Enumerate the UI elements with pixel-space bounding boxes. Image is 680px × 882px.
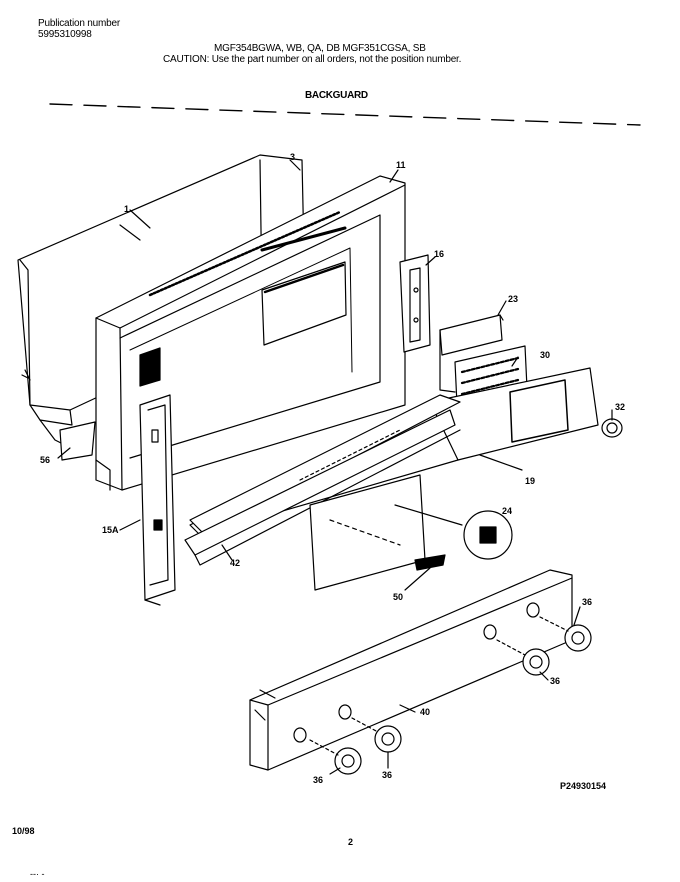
switch-detail-part: [394, 504, 513, 560]
leader-36a: [329, 767, 341, 775]
footer-mark: --· -: [30, 869, 45, 879]
callout-24: 24: [502, 506, 512, 516]
callout-36a: 36: [313, 775, 323, 785]
callout-1: 1: [124, 204, 129, 214]
leader-16: [425, 256, 436, 266]
leader-50: [404, 567, 431, 591]
trim-rail-part: [184, 394, 461, 566]
lower-bracket-part: [59, 421, 96, 461]
leader-1: [129, 209, 151, 229]
left-side-bracket-part: [139, 394, 176, 606]
publication-label: Publication number: [38, 18, 121, 29]
cover-plate-part: [309, 474, 446, 591]
leader-56: [57, 447, 71, 459]
leader-36d: [573, 606, 581, 626]
callout-42: 42: [230, 558, 240, 568]
callout-11: 11: [396, 160, 406, 170]
model-numbers: MGF354BGWA, WB, QA, DB MGF351CGSA, SB: [214, 43, 426, 54]
callout-50: 50: [393, 592, 403, 602]
section-divider-line: [49, 103, 641, 126]
leader-40: [399, 704, 416, 713]
callout-30: 30: [540, 350, 550, 360]
callout-36c: 36: [550, 676, 560, 686]
leader-42: [221, 544, 233, 561]
callout-36b: 36: [382, 770, 392, 780]
callout-36d: 36: [582, 597, 592, 607]
callout-40: 40: [420, 707, 430, 717]
leader-36c: [539, 671, 549, 681]
knob-32-part: [601, 418, 623, 438]
callout-16: 16: [434, 249, 444, 259]
callout-32: 32: [615, 402, 625, 412]
burner-knob-4-part: [539, 616, 592, 652]
drawing-id: P24930154: [560, 781, 607, 791]
section-title: BACKGUARD: [305, 90, 368, 101]
backguard-frame-part: [95, 175, 406, 491]
leader-3: [289, 159, 301, 171]
side-bracket-part: [399, 254, 431, 353]
control-bracket-part: [439, 314, 504, 393]
publication-number: 5995310998: [38, 29, 92, 40]
burner-knob-2-part: [351, 717, 402, 753]
leader-19: [479, 454, 523, 471]
leader-30: [511, 356, 519, 367]
leader-11: [389, 169, 399, 183]
burner-knob-3-part: [496, 639, 550, 676]
callout-23: 23: [508, 294, 518, 304]
callout-15a: 15A: [102, 525, 119, 535]
callout-3: 3: [290, 152, 295, 162]
leader-23: [497, 300, 507, 316]
footer-date: 10/98: [12, 826, 35, 836]
burner-knob-1-part: [309, 739, 362, 775]
callout-56: 56: [40, 455, 50, 465]
caution-note: CAUTION: Use the part number on all orde…: [163, 54, 462, 65]
manifold-panel-part: [249, 569, 573, 771]
page-number: 2: [348, 837, 354, 847]
leader-15a: [119, 519, 141, 531]
callout-19: 19: [525, 476, 535, 486]
